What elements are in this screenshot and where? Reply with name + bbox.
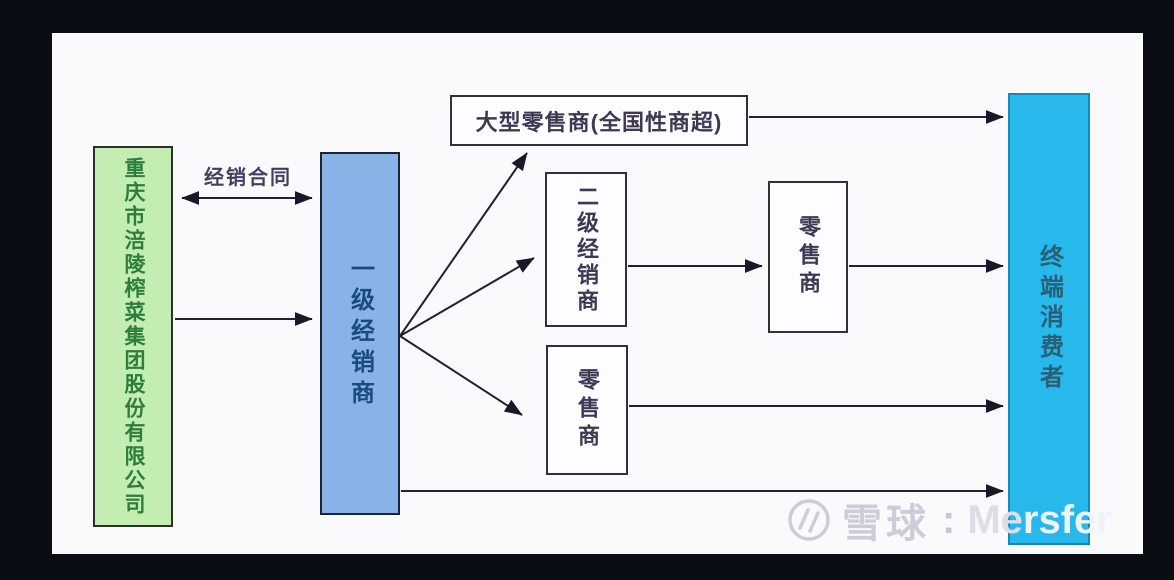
node-producer-label: 重庆市涪陵榨菜集团股份有限公司 <box>122 156 145 517</box>
node-retailer-bottom: 零售商 <box>546 345 628 475</box>
node-end-consumer-label: 终端消费者 <box>1035 244 1063 394</box>
node-retailer-bottom-label: 零售商 <box>575 368 600 452</box>
node-retailer-middle: 零售商 <box>768 181 848 333</box>
node-end-consumer: 终端消费者 <box>1008 93 1090 545</box>
node-first-level-distributor: 一级经销商 <box>320 152 400 515</box>
node-second-level-label: 二级经销商 <box>574 184 599 315</box>
node-large-retailer: 大型零售商(全国性商超) <box>450 95 748 146</box>
node-producer-company: 重庆市涪陵榨菜集团股份有限公司 <box>93 146 173 527</box>
node-retailer-middle-label: 零售商 <box>796 215 821 299</box>
node-second-level-distributor: 二级经销商 <box>545 172 627 327</box>
node-large-retailer-label: 大型零售商(全国性商超) <box>475 109 723 135</box>
node-first-level-label: 一级经销商 <box>346 256 374 411</box>
contract-edge-label: 经销合同 <box>204 167 292 189</box>
